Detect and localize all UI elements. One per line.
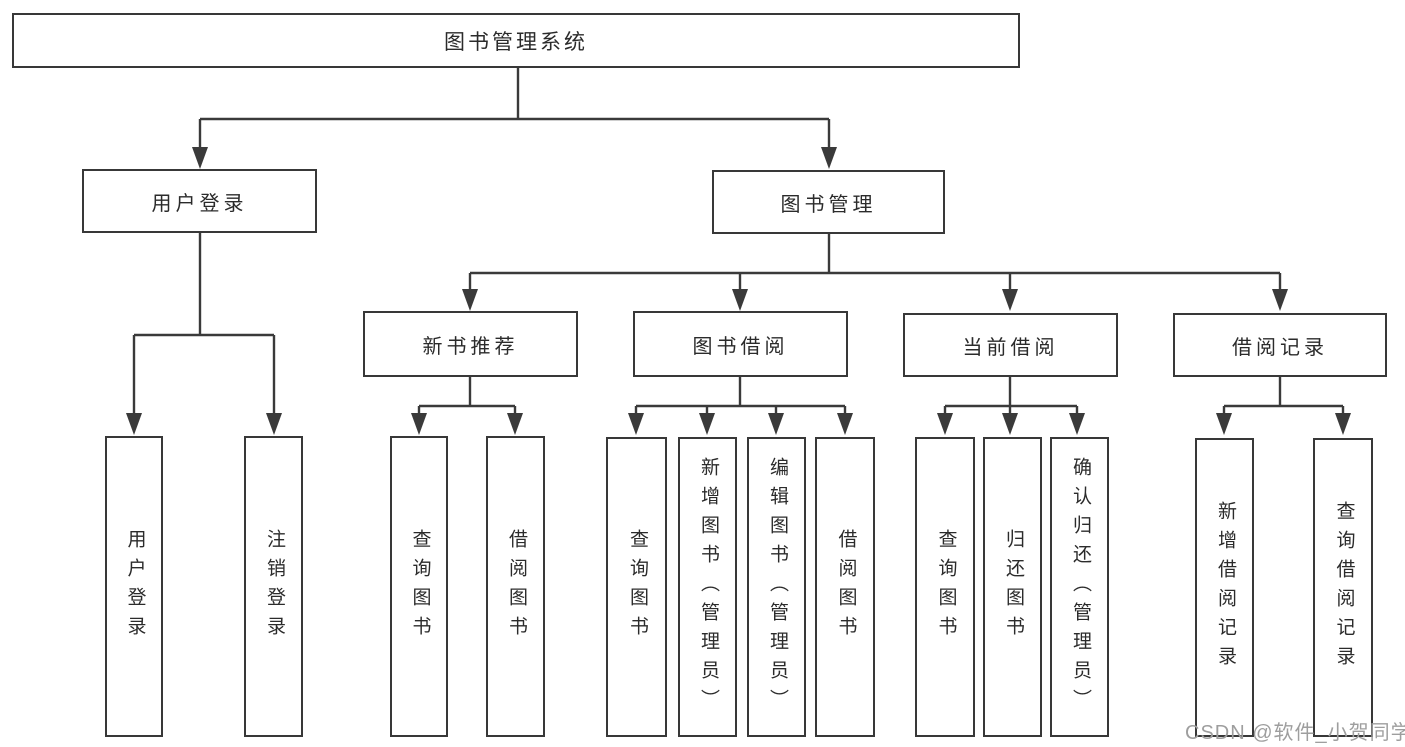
node-user-login: 用户登录: [82, 169, 317, 233]
node-borrow-records-label: 借阅记录: [1232, 336, 1328, 359]
node-current-borrow: 当前借阅: [903, 313, 1118, 377]
node-book-borrow: 图书借阅: [633, 311, 848, 377]
node-root: 图书管理系统: [12, 13, 1020, 68]
leaf-borrow-books-2: 借阅图书: [815, 437, 875, 737]
node-new-book-recommend: 新书推荐: [363, 311, 578, 377]
leaf-query-borrow-record: 查询借阅记录: [1313, 438, 1373, 737]
leaf-return-book: 归还图书: [983, 437, 1042, 737]
leaf-confirm-return-admin: 确认归还（管理员）: [1050, 437, 1109, 737]
leaf-logout: 注销登录: [244, 436, 303, 737]
leaf-query-books-3: 查询图书: [915, 437, 975, 737]
node-root-label: 图书管理系统: [444, 30, 588, 54]
watermark-text: CSDN @软件_小贺同学: [1185, 722, 1405, 744]
leaf-query-books-2: 查询图书: [606, 437, 667, 737]
node-borrow-records: 借阅记录: [1173, 313, 1387, 377]
node-new-book-recommend-label: 新书推荐: [422, 335, 519, 358]
leaf-edit-book-admin: 编辑图书（管理员）: [747, 437, 806, 737]
node-book-borrow-label: 图书借阅: [692, 335, 789, 358]
node-book-management: 图书管理: [712, 170, 945, 234]
leaf-user-login: 用户登录: [105, 436, 163, 737]
leaf-add-book-admin: 新增图书（管理员）: [678, 437, 737, 737]
node-current-borrow-label: 当前借阅: [962, 336, 1059, 359]
node-user-login-label: 用户登录: [151, 192, 248, 215]
leaf-add-borrow-record: 新增借阅记录: [1195, 438, 1254, 737]
leaf-query-books-1: 查询图书: [390, 436, 448, 737]
leaf-borrow-books-1: 借阅图书: [486, 436, 545, 737]
node-book-management-label: 图书管理: [780, 193, 877, 216]
